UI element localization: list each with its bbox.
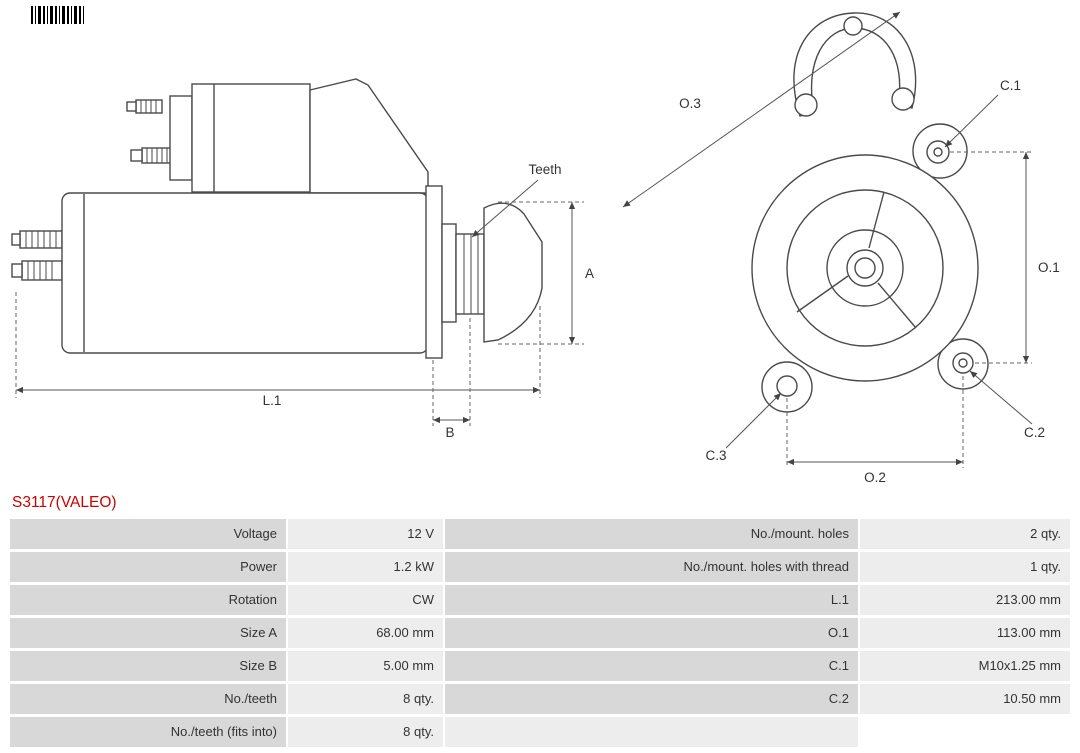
spec-value-cell: M10x1.25 mm (860, 651, 1070, 681)
dim-label-l1: L.1 (263, 393, 282, 408)
dim-label-o3: O.3 (679, 96, 701, 111)
dim-label-c2: C.2 (1024, 425, 1045, 440)
spec-label-cell: Size A (10, 618, 286, 648)
spec-label-cell: No./teeth (fits into) (10, 717, 286, 747)
dim-label-o2: O.2 (864, 470, 886, 485)
technical-drawing: Teeth A L.1 B (11, 11, 1060, 485)
spec-value-cell: 5.00 mm (288, 651, 443, 681)
spec-label-cell: No./teeth (10, 684, 286, 714)
front-view-dimensions (622, 11, 1033, 468)
spec-label-cell: Power (10, 552, 286, 582)
spec-value-cell: 8 qty. (288, 717, 443, 747)
dim-label-o1: O.1 (1038, 260, 1060, 275)
spec-label-cell: No./mount. holes with thread (445, 552, 858, 582)
spec-label-cell: C.1 (445, 651, 858, 681)
side-view-dimensions (15, 179, 584, 426)
spec-value-cell: 1.2 kW (288, 552, 443, 582)
spec-value-cell: 1 qty. (860, 552, 1070, 582)
drawing-area: Teeth A L.1 B (11, 6, 1060, 485)
spec-label-cell: Rotation (10, 585, 286, 615)
spec-label-cell: C.2 (445, 684, 858, 714)
spec-value-cell-empty (860, 717, 1070, 747)
spec-label-cell: O.1 (445, 618, 858, 648)
spec-label-cell-empty (445, 717, 858, 747)
spec-value-cell: 12 V (288, 519, 443, 549)
dim-label-b: B (445, 425, 454, 440)
spec-value-cell: 10.50 mm (860, 684, 1070, 714)
side-view (11, 78, 543, 359)
part-number: S3117(VALEO) (12, 494, 117, 511)
spec-label-cell: No./mount. holes (445, 519, 858, 549)
dim-label-c3: C.3 (705, 448, 726, 463)
spec-value-cell: 2 qty. (860, 519, 1070, 549)
spec-label-cell: Voltage (10, 519, 286, 549)
dim-label-a: A (585, 266, 594, 281)
spec-label-cell: L.1 (445, 585, 858, 615)
dim-label-c1: C.1 (1000, 78, 1021, 93)
spec-label-cell: Size B (10, 651, 286, 681)
spec-value-cell: 113.00 mm (860, 618, 1070, 648)
spec-value-cell: 8 qty. (288, 684, 443, 714)
dim-label-teeth: Teeth (528, 162, 561, 177)
spec-value-cell: 68.00 mm (288, 618, 443, 648)
spec-value-cell: 213.00 mm (860, 585, 1070, 615)
front-view (751, 12, 989, 413)
barcode (31, 6, 85, 24)
spec-table: Voltage 12 V No./mount. holes 2 qty. Pow… (10, 519, 1070, 747)
spec-value-cell: CW (288, 585, 443, 615)
